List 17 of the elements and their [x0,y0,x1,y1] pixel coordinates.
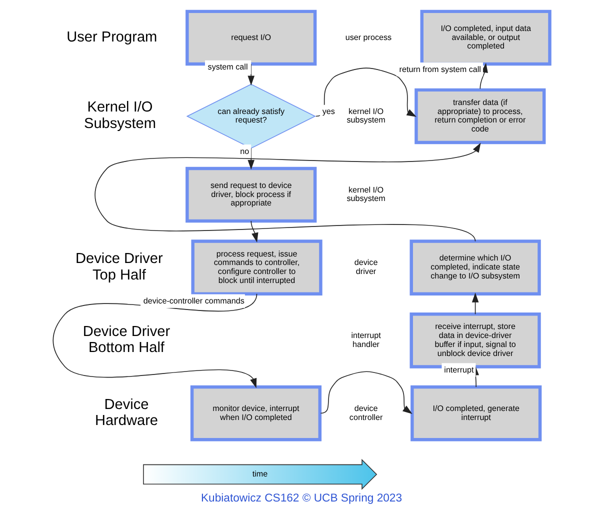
label: Device Driver Top Half [75,251,162,284]
label: Device Hardware [94,396,158,429]
label: kernel I/O subsystem [346,185,385,204]
edge-label: yes [322,107,334,116]
caption: Kubiatowicz CS162 © UCB Spring 2023 [200,492,402,504]
label: kernel I/O subsystem [346,106,385,125]
edge-label: device-controller commands [142,296,244,306]
edge-label: return from system call [398,64,480,74]
label: interrupt handler [350,331,380,349]
label: Kernel I/O Subsystem [84,100,156,132]
label: user process [344,32,392,42]
edge-label: no [240,146,249,156]
label: Device Driver Bottom Half [82,324,170,356]
label: device driver [354,258,378,276]
label: device controller [348,404,382,422]
edge-label: interrupt [444,365,474,374]
label: User Program [66,29,157,46]
